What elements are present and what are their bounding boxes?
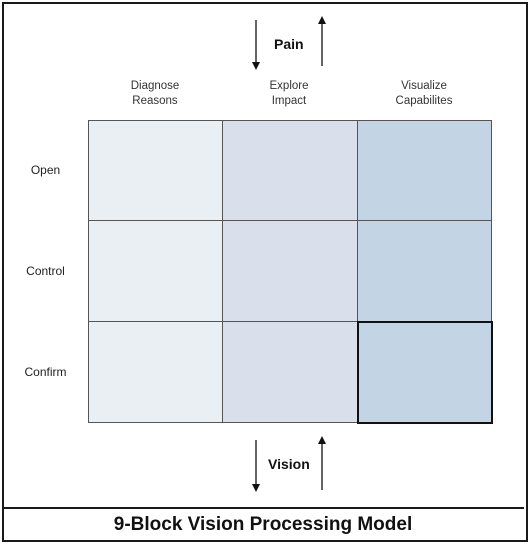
grid-cell-confirm-visualize [357, 321, 492, 423]
column-header-diagnose: Diagnose Reasons [95, 79, 215, 109]
diagram-caption: 9-Block Vision Processing Model [2, 507, 524, 540]
diagram-frame [2, 2, 528, 542]
column-header-line2: Impact [271, 95, 307, 107]
grid-cell-open-diagnose [88, 120, 223, 221]
grid-cell-open-explore [222, 120, 358, 221]
column-header-line2: Reasons [132, 95, 178, 107]
column-header-line1: Explore [269, 80, 309, 92]
vision-label: Vision [268, 456, 310, 472]
row-header-control: Control [26, 264, 65, 278]
column-header-explore: Explore Impact [229, 79, 349, 109]
column-header-line1: Visualize [401, 80, 447, 92]
grid-cell-control-explore [222, 220, 358, 322]
highlighted-cell-border [357, 321, 493, 424]
grid-cell-confirm-explore [222, 321, 358, 423]
row-header-open: Open [30, 163, 61, 177]
column-header-line1: Diagnose [130, 80, 180, 92]
grid-cell-confirm-diagnose [88, 321, 223, 423]
grid-cell-control-diagnose [88, 220, 223, 322]
column-header-line2: Capabilites [395, 95, 453, 107]
column-header-visualize: Visualize Capabilites [364, 79, 484, 109]
grid-cell-control-visualize [357, 220, 492, 322]
pain-label: Pain [274, 36, 304, 52]
grid-cell-open-visualize [357, 120, 492, 221]
row-header-confirm: Confirm [24, 365, 67, 379]
